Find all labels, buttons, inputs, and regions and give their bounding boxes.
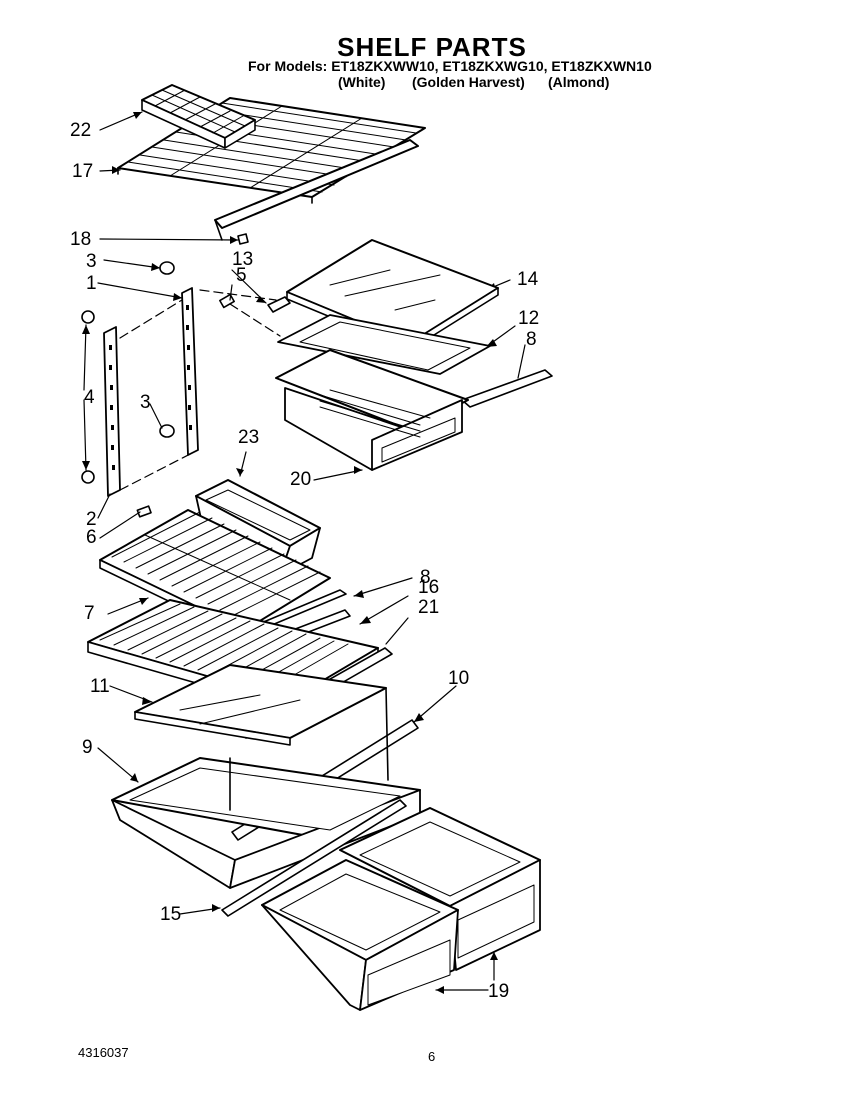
document-number: 4316037	[78, 1045, 129, 1060]
callout-arrowheads	[82, 112, 498, 994]
crisper-frame-12	[277, 314, 491, 375]
clip-13	[267, 296, 291, 313]
crisper-drawer-right	[339, 807, 541, 971]
glass-cover-11	[134, 664, 387, 746]
front-trim-8-upper	[461, 369, 553, 408]
callout-11: 11	[90, 676, 110, 697]
callout-5: 5	[236, 265, 247, 286]
callout-10: 10	[448, 668, 470, 689]
callout-3-upper: 3	[86, 251, 97, 272]
callout-8-upper: 8	[526, 329, 537, 350]
callout-14: 14	[517, 269, 539, 290]
crisper-pan-20	[275, 349, 469, 471]
callout-2: 2	[86, 509, 97, 530]
models-line: For Models: ET18ZKXWW10, ET18ZKXWG10, ET…	[248, 58, 652, 74]
rear-ladder-rail	[181, 287, 199, 456]
callout-20: 20	[290, 469, 312, 490]
variant-white: (White)	[338, 74, 386, 90]
callout-17: 17	[72, 161, 94, 182]
assembly-guide-lines	[119, 289, 281, 491]
callout-15: 15	[160, 904, 182, 925]
crisper-drawer-left	[261, 859, 459, 1011]
callout-12: 12	[518, 308, 540, 329]
callout-13: 13	[232, 249, 254, 270]
ice-cube-tray	[141, 84, 256, 149]
page-title: SHELF PARTS	[337, 32, 527, 62]
front-ladder-rail	[103, 326, 121, 497]
callout-16: 16	[418, 577, 440, 598]
callout-7: 7	[84, 603, 95, 624]
trim-clip-18	[237, 233, 249, 245]
variant-golden-harvest: (Golden Harvest)	[412, 74, 525, 90]
callout-18: 18	[70, 229, 92, 250]
crisper-frame-9	[111, 687, 421, 889]
callout-19: 19	[488, 981, 510, 1002]
callout-9: 9	[82, 737, 93, 758]
callout-3-lower: 3	[140, 392, 151, 413]
callout-6: 6	[86, 527, 97, 548]
callout-21: 21	[418, 597, 440, 618]
callout-23: 23	[238, 427, 260, 448]
callout-4: 4	[84, 387, 95, 408]
callout-22: 22	[70, 120, 92, 141]
rail-support-caps	[81, 261, 235, 518]
callout-1: 1	[86, 273, 97, 294]
callout-8-middle: 8	[420, 567, 431, 588]
variant-almond: (Almond)	[548, 74, 610, 90]
trim-15	[221, 799, 407, 917]
page-number: 6	[428, 1049, 436, 1064]
